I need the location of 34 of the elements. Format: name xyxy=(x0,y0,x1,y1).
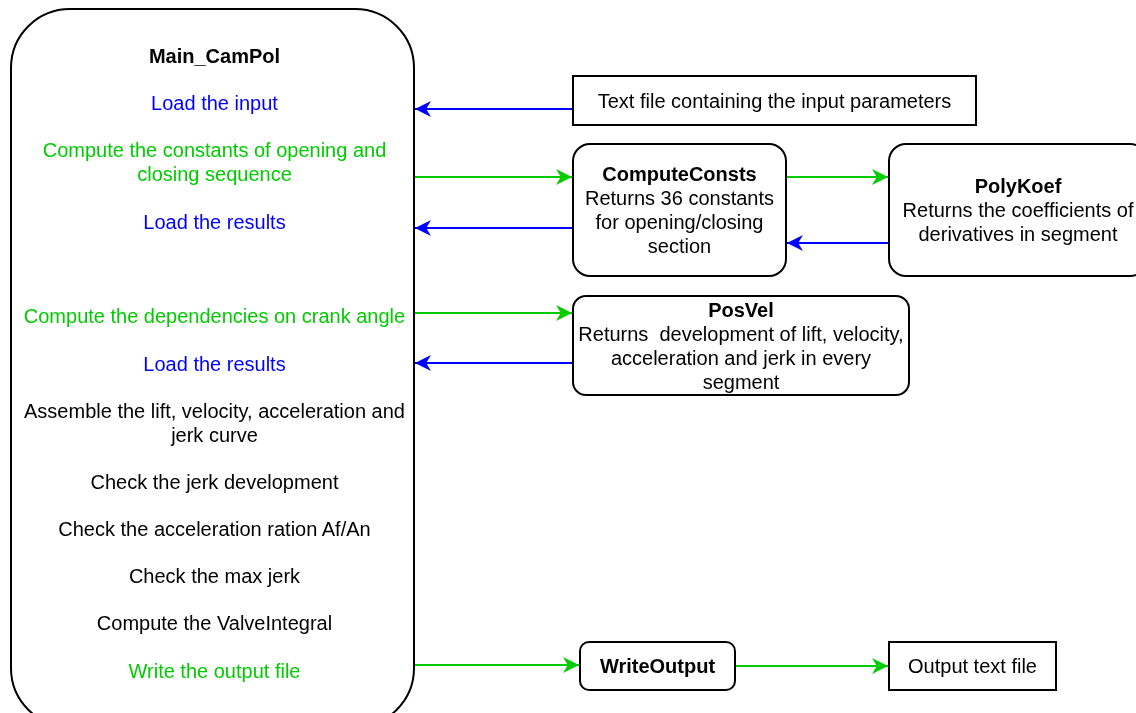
description-text: Returns the coefficients of derivatives in segment xyxy=(901,198,1135,246)
arrow xyxy=(414,220,573,236)
description-text: Returns 36 constants for opening/closing section xyxy=(584,186,775,258)
process-box xyxy=(10,8,415,713)
arrow xyxy=(414,355,573,371)
file-box: Output text file xyxy=(888,641,1057,691)
step-text: Load the results xyxy=(142,352,287,376)
step-text: Assemble the lift, velocity, acceleration and jerk curve xyxy=(23,399,406,447)
function-box xyxy=(572,295,910,396)
step-text: Check the max jerk xyxy=(127,564,302,588)
arrow xyxy=(414,169,573,185)
arrow xyxy=(786,169,889,185)
function-box: WriteOutput xyxy=(579,641,736,691)
step-text: Write the output file xyxy=(127,659,302,683)
step-text: Check the jerk development xyxy=(89,470,340,494)
function-box xyxy=(572,143,787,277)
box-title: Main_CamPol xyxy=(147,44,282,68)
step-text: Compute the constants of opening and closing sequence xyxy=(41,138,388,186)
arrow xyxy=(414,305,573,321)
step-text: Check the acceleration ration Af/An xyxy=(57,517,372,541)
arrow xyxy=(786,235,889,251)
box-title: ComputeConsts xyxy=(602,162,757,186)
box-title: PolyKoef xyxy=(974,174,1062,198)
step-text: Compute the dependencies on crank angle xyxy=(22,304,407,328)
arrow xyxy=(735,658,889,674)
description-text: Returns development of lift, velocity, acceleration and jerk in every segment xyxy=(577,321,905,394)
step-text: Load the results xyxy=(142,210,287,234)
file-box: Text file containing the input parameters xyxy=(572,75,977,126)
step-text: Compute the ValveIntegral xyxy=(95,611,334,635)
arrow xyxy=(414,657,580,673)
step-text: Load the input xyxy=(150,91,279,115)
function-box xyxy=(888,143,1136,277)
arrow xyxy=(414,101,573,117)
box-title: PosVel xyxy=(708,297,774,322)
